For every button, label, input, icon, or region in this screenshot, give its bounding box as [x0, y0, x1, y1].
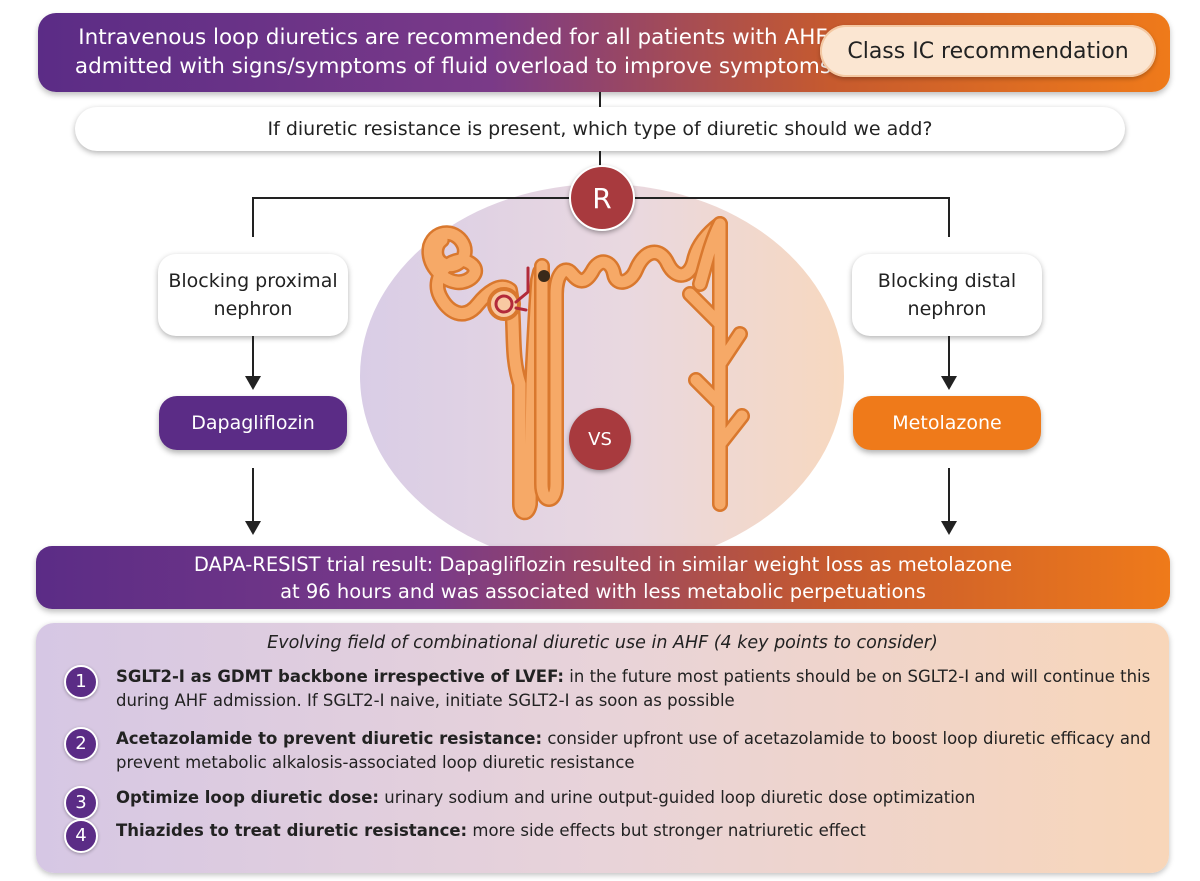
proximal-line-2: nephron: [213, 298, 293, 320]
glomerulus: [487, 287, 521, 321]
key-point-2: 2 Acetazolamide to prevent diuretic resi…: [64, 727, 1156, 775]
point-number-badge: 4: [64, 819, 98, 853]
arrow-shaft: [948, 336, 950, 380]
point-number-badge: 3: [64, 786, 98, 820]
point-number-badge: 1: [64, 665, 98, 699]
result-line-1: DAPA-RESIST trial result: Dapagliflozin …: [193, 552, 1013, 576]
key-point-1: 1 SGLT2-I as GDMT backbone irrespective …: [64, 665, 1156, 713]
distal-nephron-box: Blocking distal nephron: [852, 254, 1042, 336]
distal-line-1: Blocking distal: [877, 270, 1017, 292]
nephron-illustration: [421, 216, 750, 521]
arrow-shaft: [252, 336, 254, 380]
recommendation-text: Intravenous loop diuretics are recommend…: [58, 23, 848, 81]
recommendation-line-1: Intravenous loop diuretics are recommend…: [78, 25, 828, 50]
point-text: more side effects but stronger natriuret…: [467, 821, 866, 840]
randomization-circle: R: [569, 165, 635, 231]
point-text: in the future most patients should be on…: [116, 667, 1151, 710]
point-text: consider upfront use of acetazolamide to…: [116, 729, 1151, 772]
class-recommendation-badge: Class IC recommendation: [820, 25, 1156, 77]
metolazone-pill: Metolazone: [853, 396, 1041, 450]
key-point-3: 3 Optimize loop diuretic dose: urinary s…: [64, 786, 1156, 820]
key-points-box: Evolving field of combinational diuretic…: [36, 623, 1169, 873]
versus-circle: VS: [569, 408, 631, 470]
point-heading: SGLT2-I as GDMT backbone irrespective of…: [116, 667, 565, 686]
point-text: urinary sodium and urine output-guided l…: [379, 788, 976, 807]
dapagliflozin-pill: Dapagliflozin: [159, 396, 347, 450]
arrow-down-icon: [245, 521, 261, 535]
connector-line: [599, 151, 601, 167]
point-number-badge: 2: [64, 727, 98, 761]
right-branch-line: [948, 197, 950, 237]
recommendation-banner: Intravenous loop diuretics are recommend…: [38, 13, 1170, 92]
point-heading: Optimize loop diuretic dose:: [116, 788, 380, 807]
arrow-down-icon: [245, 376, 261, 390]
trial-result-banner: DAPA-RESIST trial result: Dapagliflozin …: [36, 546, 1170, 609]
arrow-down-icon: [941, 521, 957, 535]
left-branch-line: [252, 197, 254, 237]
proximal-nephron-box: Blocking proximal nephron: [158, 254, 348, 336]
point-heading: Thiazides to treat diuretic resistance:: [116, 821, 468, 840]
point-heading: Acetazolamide to prevent diuretic resist…: [116, 729, 543, 748]
distal-line-2: nephron: [907, 298, 987, 320]
arrow-shaft: [252, 468, 254, 524]
connector-line: [599, 92, 601, 107]
arrow-shaft: [948, 468, 950, 524]
question-box: If diuretic resistance is present, which…: [75, 107, 1125, 151]
result-line-2: at 96 hours and was associated with less…: [280, 579, 926, 603]
recommendation-line-2: admitted with signs/symptoms of fluid ov…: [74, 54, 832, 79]
proximal-line-1: Blocking proximal: [168, 270, 338, 292]
key-point-4: 4 Thiazides to treat diuretic resistance…: [64, 819, 1156, 853]
key-points-title: Evolving field of combinational diuretic…: [267, 633, 938, 653]
arrow-down-icon: [941, 376, 957, 390]
